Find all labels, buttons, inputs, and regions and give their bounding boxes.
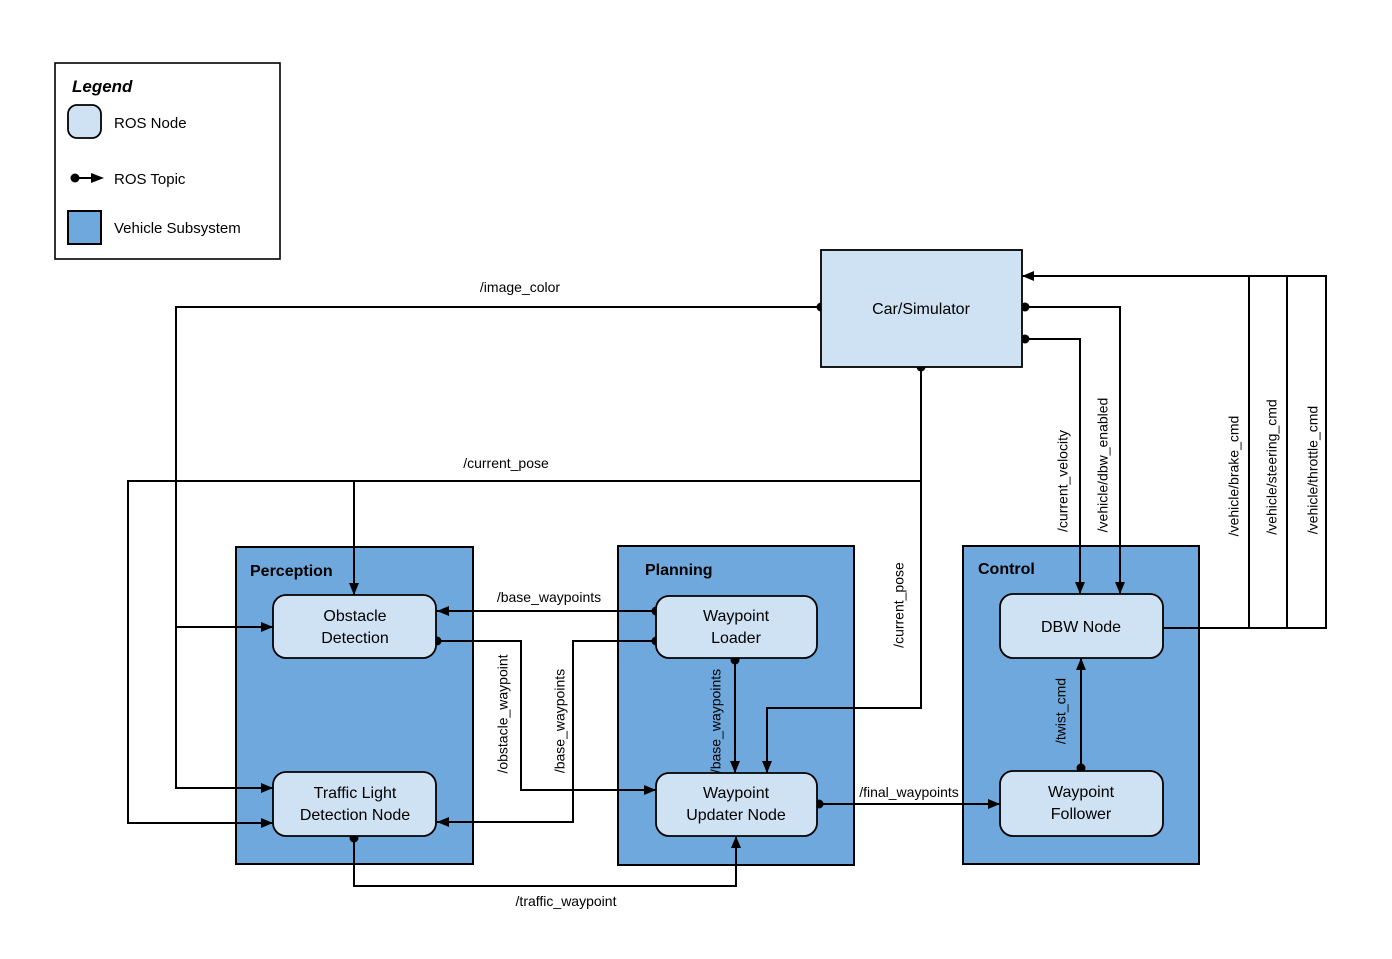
waypoint-loader-label-line1: Waypoint [703,608,770,625]
waypoint-updater-box [655,772,818,837]
topic-label-obstacle-waypoint: /obstacle_waypoint [495,654,511,773]
topic-label-base-waypoints: /base_waypoints [497,589,601,605]
waypoint-updater-label-line1: Waypoint [703,785,770,802]
waypoint-follower-label-line1: Waypoint [1048,784,1115,801]
obstacle-detection-box [272,594,437,659]
edge-vehicle-commands [1022,271,1327,629]
topic-label-base-waypoints-vertical-left: /base_waypoints [552,669,568,773]
topic-label-final-waypoints: /final_waypoints [859,784,959,800]
traffic-light-detection-box [272,771,437,837]
control-title: Control [978,561,1035,578]
topic-label-twist-cmd: /twist_cmd [1053,678,1069,744]
topic-arrow-icon [91,173,104,183]
legend-item-vehicle-subsystem: Vehicle Subsystem [67,210,241,245]
current-pose-path-updater [762,367,922,773]
planning-title: Planning [645,562,713,579]
legend-item-label: Vehicle Subsystem [114,220,241,237]
current-velocity-path [1025,338,1085,594]
obstacle-detection-label-line1: Obstacle [323,608,386,625]
node-waypoint-updater: Waypoint Updater Node [655,772,818,837]
dbw-node-box [999,593,1164,659]
dbw-enabled-path [1025,306,1125,594]
legend: Legend ROS Node ROS Topic Vehicle Subsys… [54,62,281,260]
obstacle-waypoint-path [437,640,656,795]
topic-label-dbw-enabled: /vehicle/dbw_enabled [1095,398,1111,533]
node-traffic-light-detection: Traffic Light Detection Node [272,771,437,837]
legend-item-ros-node: ROS Node [67,104,187,139]
topic-label-throttle-cmd: /vehicle/throttle_cmd [1305,406,1321,534]
topic-label-traffic-waypoint: /traffic_waypoint [516,893,617,909]
car-simulator-label: Car/Simulator [872,301,970,318]
base-waypoints-traffic-path [437,640,656,827]
topic-label-base-waypoints-vertical-mid: /base_waypoints [708,669,724,773]
traffic-waypoint-path [353,836,741,887]
ros-node-swatch [67,104,102,139]
traffic-light-detection-label-line1: Traffic Light [314,785,397,802]
topic-label-image-color: /image_color [480,279,560,295]
waypoint-loader-box [655,595,818,659]
perception-title: Perception [250,563,333,580]
topic-label-current-pose: /current_pose [463,455,549,471]
topic-label-brake-cmd: /vehicle/brake_cmd [1226,416,1242,537]
dbw-node-label: DBW Node [1041,619,1121,636]
node-dbw: DBW Node [999,593,1164,659]
legend-item-label: ROS Node [114,115,187,132]
node-obstacle-detection: Obstacle Detection [272,594,437,659]
obstacle-detection-label-line2: Detection [321,630,389,647]
node-waypoint-loader: Waypoint Loader [655,595,818,659]
legend-item-ros-topic: ROS Topic [70,171,186,188]
legend-title: Legend [72,77,133,96]
topic-label-steering-cmd: /vehicle/steering_cmd [1264,399,1280,534]
node-car-simulator: Car/Simulator [820,249,1023,368]
throttle-cmd-path [1022,271,1327,629]
waypoint-updater-label-line2: Updater Node [686,807,786,824]
traffic-light-detection-label-line2: Detection Node [300,807,410,824]
waypoint-follower-label-line2: Follower [1051,806,1112,823]
legend-item-label: ROS Topic [114,171,186,188]
topic-label-current-velocity: /current_velocity [1055,430,1071,532]
vehicle-subsystem-swatch [67,210,102,245]
car-simulator-box [820,249,1023,368]
image-color-path-traffic [175,306,821,793]
waypoint-loader-label-line2: Loader [711,630,761,647]
current-pose-path-traffic [127,480,921,828]
topic-label-current-pose-vertical: /current_pose [891,562,907,648]
waypoint-follower-box [999,770,1164,837]
node-waypoint-follower: Waypoint Follower [999,770,1164,837]
